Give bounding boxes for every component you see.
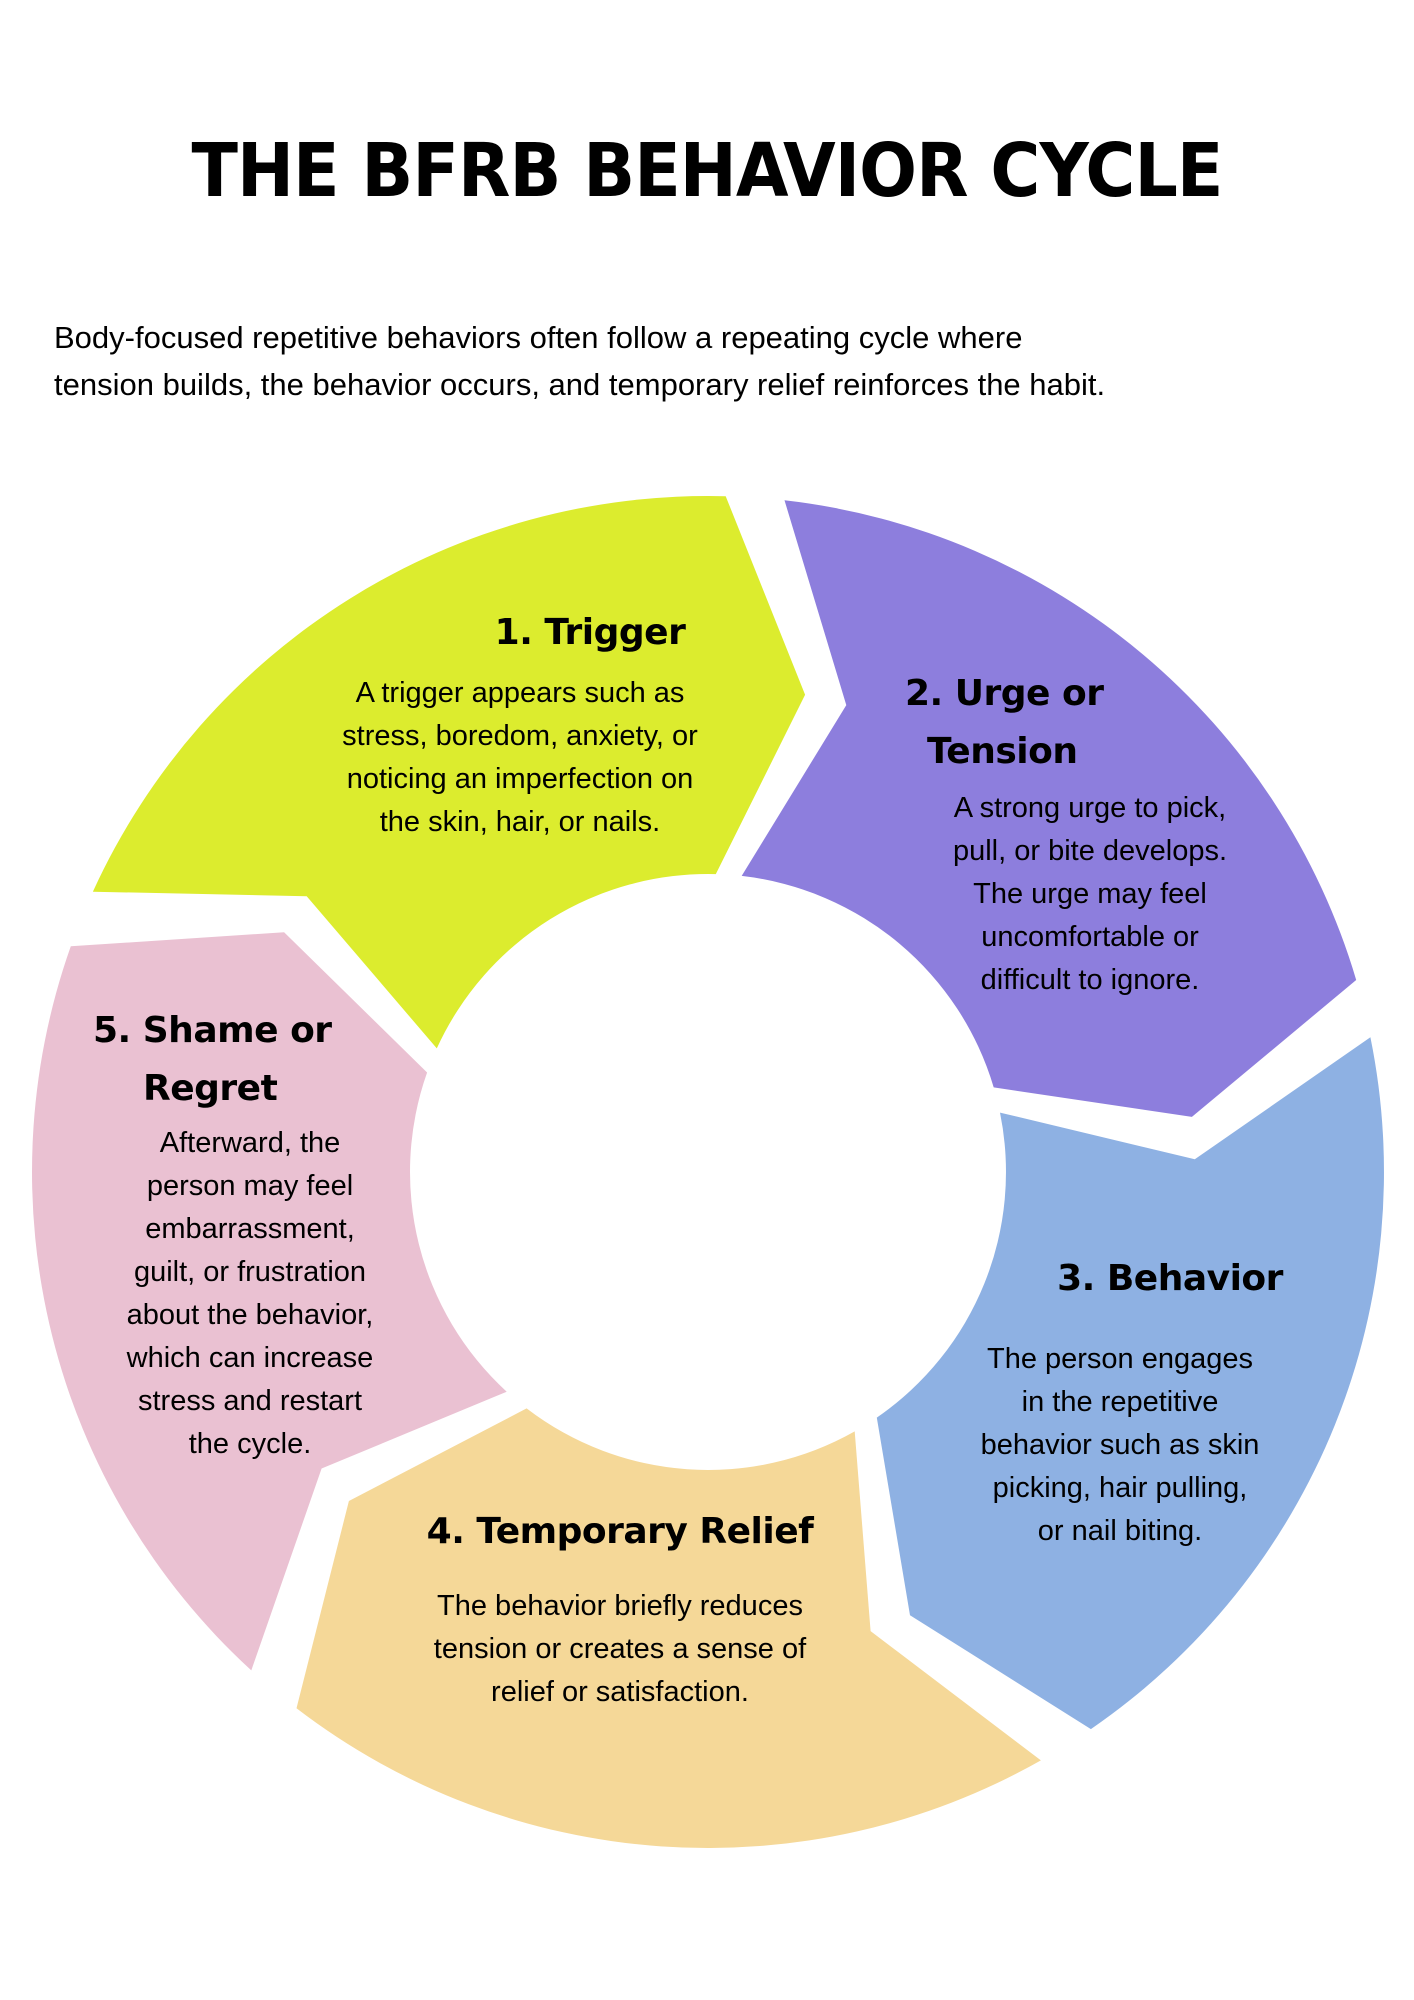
description-line: A strong urge to pick,	[953, 792, 1227, 824]
stage-heading-line: Tension	[927, 731, 1078, 772]
description-line: about the behavior,	[126, 1299, 374, 1331]
segment-shame	[32, 932, 507, 1671]
stage-description: The behavior briefly reduces tension or …	[380, 1585, 860, 1714]
description-line: difficult to ignore.	[980, 964, 1200, 996]
segment-behavior	[876, 1037, 1384, 1730]
stage-description: A strong urge to pick, pull, or bite dev…	[890, 787, 1290, 1002]
segment-urge	[741, 500, 1357, 1117]
stage-shame: 5. Shame or Regret Afterward, the person…	[70, 1002, 430, 1466]
stage-heading: 1. Trigger	[310, 604, 730, 662]
description-line: guilt, or frustration	[133, 1256, 367, 1288]
description-line: in the repetitive	[1021, 1386, 1219, 1418]
stage-heading-line: Regret	[143, 1068, 278, 1109]
stage-heading-line: 4. Temporary Relief	[426, 1511, 814, 1552]
description-line: A trigger appears such as	[355, 677, 685, 709]
stage-behavior: 3. Behavior The person engages in the re…	[920, 1250, 1320, 1553]
description-line: Afterward, the	[159, 1127, 341, 1159]
intro-line: Body-focused repetitive behaviors often …	[54, 320, 1023, 355]
description-line: picking, hair pulling,	[992, 1472, 1248, 1504]
stage-heading: 2. Urge or Tension	[905, 665, 1290, 781]
description-line: behavior such as skin	[980, 1429, 1260, 1461]
description-line: noticing an imperfection on	[346, 763, 694, 795]
intro-text: Body-focused repetitive behaviors often …	[54, 314, 1384, 408]
stage-heading: 5. Shame or Regret	[93, 1002, 430, 1118]
description-line: or nail biting.	[1037, 1515, 1203, 1547]
description-line: the cycle.	[188, 1428, 312, 1460]
description-line: embarrassment,	[145, 1213, 355, 1245]
stage-heading-line: 2. Urge or	[905, 673, 1104, 714]
description-line: stress and restart	[137, 1385, 363, 1417]
description-line: which can increase	[126, 1342, 374, 1374]
stage-heading-line: 1. Trigger	[494, 612, 686, 653]
description-line: The person engages	[986, 1343, 1254, 1375]
description-line: relief or satisfaction.	[491, 1676, 749, 1708]
page-title: THE BFRB BEHAVIOR CYCLE	[191, 128, 1223, 214]
stage-description: The person engages in the repetitive beh…	[920, 1338, 1320, 1553]
stage-heading: 3. Behavior	[920, 1250, 1320, 1308]
stage-description: Afterward, the person may feel embarrass…	[70, 1122, 430, 1466]
intro-line: tension builds, the behavior occurs, and…	[54, 367, 1106, 402]
description-line: tension or creates a sense of	[433, 1633, 807, 1665]
description-line: pull, or bite develops.	[952, 835, 1228, 867]
description-line: The behavior briefly reduces	[437, 1590, 803, 1622]
segment-trigger	[92, 495, 806, 1049]
stage-relief: 4. Temporary Relief The behavior briefly…	[380, 1503, 860, 1714]
stage-urge: 2. Urge or Tension A strong urge to pick…	[890, 665, 1290, 1002]
stage-trigger: 1. Trigger A trigger appears such as str…	[310, 604, 730, 844]
description-line: The urge may feel	[973, 878, 1207, 910]
stage-description: A trigger appears such as stress, boredo…	[310, 672, 730, 844]
description-line: the skin, hair, or nails.	[379, 806, 661, 838]
description-line: stress, boredom, anxiety, or	[342, 720, 698, 752]
stage-heading: 4. Temporary Relief	[380, 1503, 860, 1561]
description-line: uncomfortable or	[981, 921, 1199, 953]
stage-heading-line: 3. Behavior	[1057, 1258, 1283, 1299]
stage-heading-line: 5. Shame or	[93, 1010, 332, 1051]
segment-relief	[296, 1408, 1041, 1849]
description-line: person may feel	[146, 1170, 354, 1202]
